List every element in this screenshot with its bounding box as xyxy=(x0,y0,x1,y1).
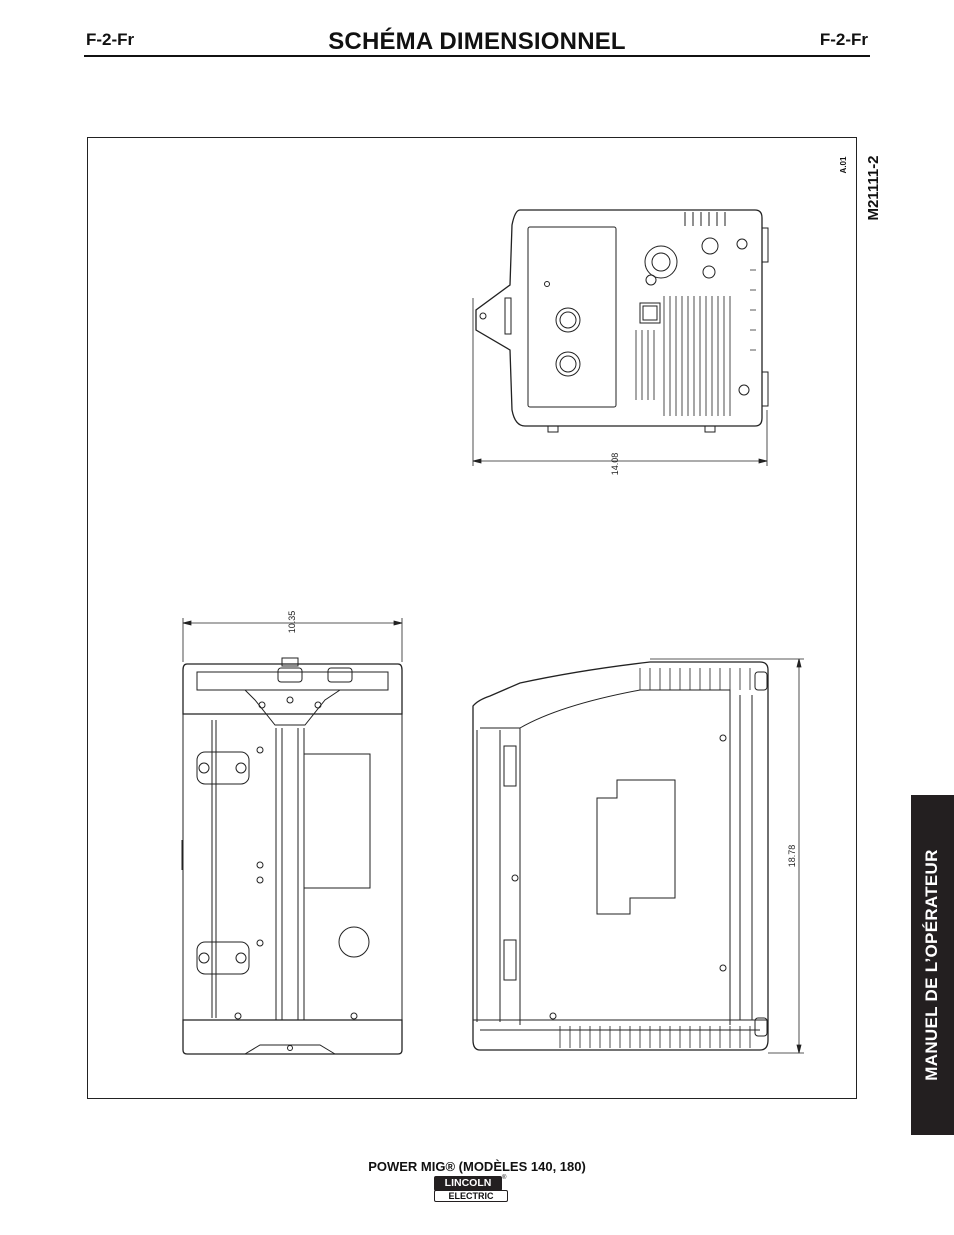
dimension-label-front: 10.35 xyxy=(287,611,297,634)
header-rule xyxy=(84,55,870,57)
side-tab[interactable]: MANUEL DE L’OPÉRATEUR xyxy=(911,795,954,1135)
dimension-top-width xyxy=(472,298,768,466)
logo-registered-mark: ® xyxy=(502,1175,507,1181)
lincoln-electric-logo: LINCOLN ® ELECTRIC xyxy=(431,1175,511,1205)
side-tab-label: MANUEL DE L’OPÉRATEUR xyxy=(922,849,941,1081)
revision-label: A.01 xyxy=(839,156,848,173)
dimension-front-width xyxy=(182,618,403,662)
drawing-frame xyxy=(87,137,857,1099)
footer-model: POWER MIG® (MODÈLES 140, 180) xyxy=(368,1159,586,1174)
top-view xyxy=(475,209,769,433)
page-title: SCHÉMA DIMENSIONNEL xyxy=(328,28,626,55)
logo-bottom-text: ELECTRIC xyxy=(434,1190,508,1202)
drawing-number: M21111-2 xyxy=(865,155,882,220)
side-view xyxy=(472,661,769,1051)
header-code-left: F-2-Fr xyxy=(86,30,135,49)
header-code-right: F-2-Fr xyxy=(819,30,868,49)
dimension-label-side: 18.78 xyxy=(787,845,797,868)
logo-top-text: LINCOLN xyxy=(434,1176,502,1191)
dimension-side-height xyxy=(650,658,804,1054)
front-view xyxy=(181,657,403,1055)
dimension-label-top: 14.08 xyxy=(610,453,620,476)
